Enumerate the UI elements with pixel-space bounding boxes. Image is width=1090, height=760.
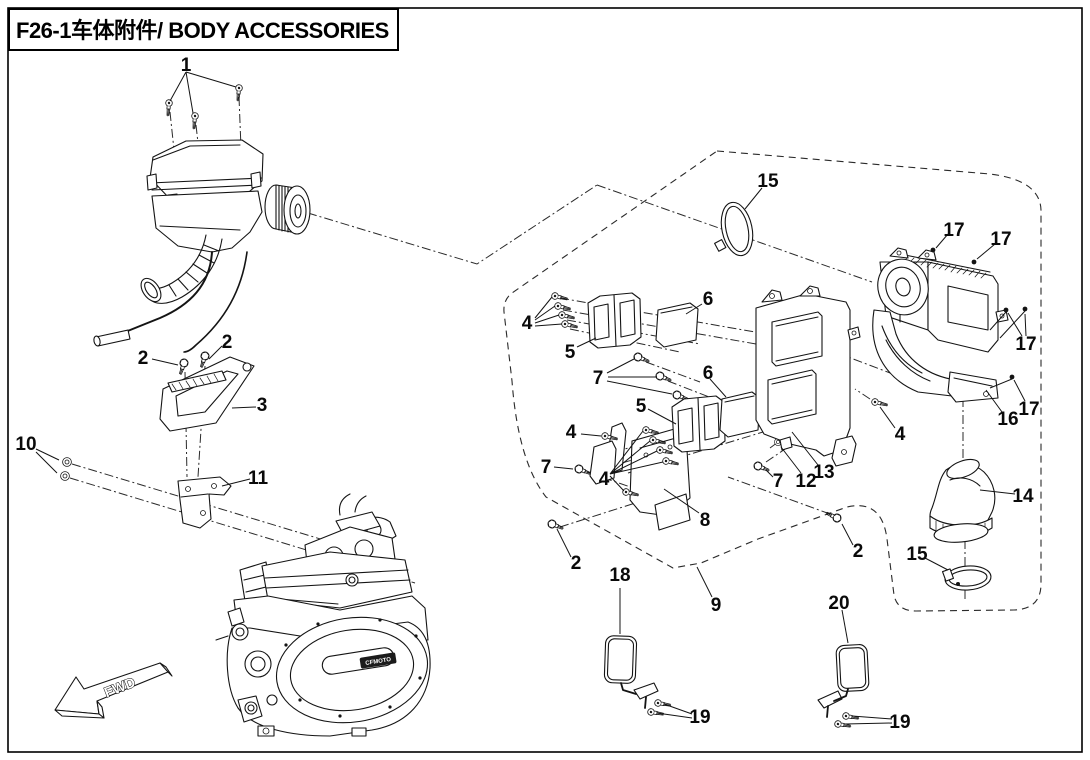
callout-20: 20 <box>828 593 849 614</box>
air-filter-assembly <box>93 139 311 353</box>
callout-3: 3 <box>257 395 268 416</box>
page-title: F26-1车体附件/ BODY ACCESSORIES <box>8 8 399 51</box>
strap-19-right <box>817 688 860 731</box>
callout-2b: 2 <box>222 332 233 353</box>
callout-15b: 15 <box>906 544 928 565</box>
callout-17c: 17 <box>1015 334 1036 355</box>
callout-15a: 15 <box>757 171 779 192</box>
callouts: 1 2 2 2 2 3 4 4 4 4 5 5 6 6 7 7 7 8 9 10… <box>15 55 1039 733</box>
screws-1 <box>164 83 244 130</box>
panel-13 <box>755 285 861 467</box>
callout-6a: 6 <box>703 289 714 310</box>
dashed-boundary-9 <box>503 150 1042 612</box>
callout-5b: 5 <box>636 396 647 417</box>
foam-duct-6-upper <box>655 302 699 348</box>
callout-7a: 7 <box>593 368 604 389</box>
connector-5-lower <box>671 395 726 453</box>
callout-14: 14 <box>1012 486 1034 507</box>
callout-12: 12 <box>795 471 816 492</box>
callout-2d: 2 <box>853 541 864 562</box>
fwd-arrow-label: FWD <box>102 674 138 700</box>
callout-2a: 2 <box>138 348 149 369</box>
bracket-3 <box>159 356 255 432</box>
callout-7b: 7 <box>541 457 552 478</box>
callout-17a: 17 <box>943 220 964 241</box>
callout-2c: 2 <box>571 553 582 574</box>
callout-4c: 4 <box>599 469 610 490</box>
bracket-8-assembly <box>589 422 691 531</box>
callout-4d: 4 <box>895 424 906 445</box>
nuts-10 <box>60 457 72 481</box>
engine-badge-label: CFMOTO <box>365 657 392 667</box>
callout-19a: 19 <box>689 707 710 728</box>
callout-16: 16 <box>997 409 1018 430</box>
leader-lines <box>35 71 1027 725</box>
callout-6b: 6 <box>703 363 714 384</box>
foam-duct-6-lower <box>719 391 761 438</box>
clamp-15-lower <box>941 565 992 591</box>
callout-17b: 17 <box>990 229 1011 250</box>
bracket-11 <box>177 476 232 529</box>
callout-11: 11 <box>248 468 269 489</box>
fwd-arrow: FWD <box>54 662 173 719</box>
callout-18: 18 <box>609 565 630 586</box>
connector-5-upper <box>587 292 642 349</box>
strap-19-left <box>620 682 672 719</box>
elbow-duct-14 <box>929 458 996 543</box>
pad-18 <box>603 635 638 684</box>
callout-10: 10 <box>15 434 36 455</box>
clamp-15-upper <box>714 201 754 257</box>
callout-13: 13 <box>813 462 834 483</box>
duct-16 <box>872 247 1009 403</box>
pad-20 <box>835 644 870 692</box>
callout-19b: 19 <box>889 712 910 733</box>
callout-7c: 7 <box>773 471 784 492</box>
callout-5a: 5 <box>565 342 576 363</box>
callout-17d: 17 <box>1018 399 1039 420</box>
rivets-17 <box>930 247 1028 389</box>
callout-9: 9 <box>711 595 722 616</box>
callout-4b: 4 <box>566 422 577 443</box>
page-border <box>7 7 1083 753</box>
callout-8: 8 <box>700 510 711 531</box>
engine: CFMOTO <box>215 493 431 737</box>
callout-1: 1 <box>181 55 192 76</box>
callout-4a: 4 <box>522 313 533 334</box>
